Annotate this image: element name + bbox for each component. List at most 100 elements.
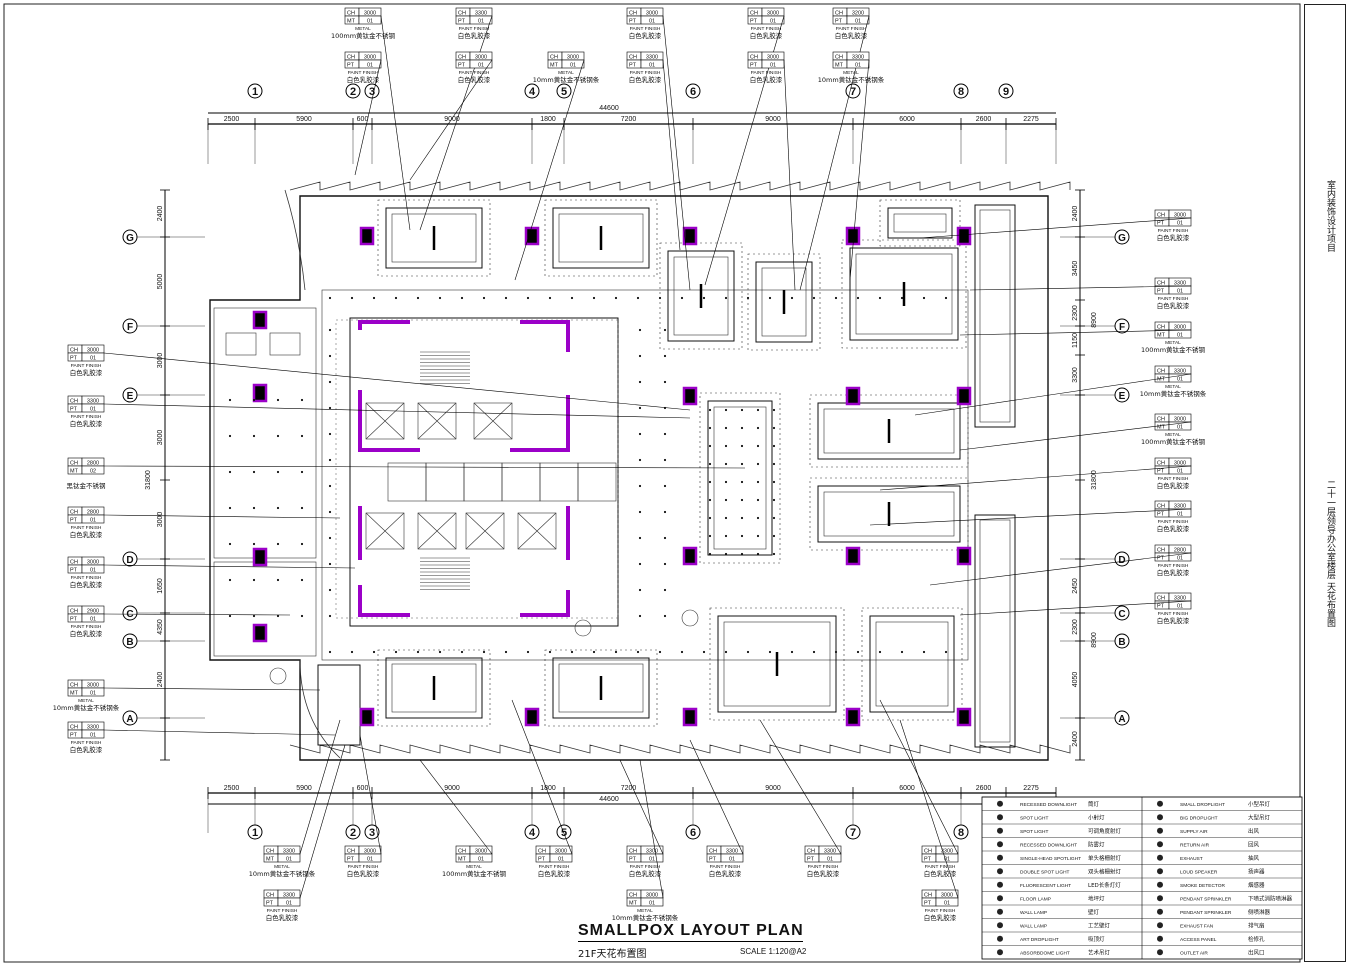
elevator-car bbox=[365, 402, 405, 440]
dim-value: 600 bbox=[357, 785, 369, 792]
legend-item-left-en: FLOOR LAMP bbox=[1020, 896, 1051, 902]
grid-bubble-column bbox=[685, 83, 701, 99]
downlight bbox=[900, 296, 904, 300]
tag-leader bbox=[689, 739, 744, 855]
tag-material-en: PAINT FINISH bbox=[459, 70, 490, 76]
downlight bbox=[328, 510, 332, 514]
tag-material-number: 01 bbox=[855, 19, 861, 25]
tag-ch-label: CH bbox=[266, 849, 274, 855]
core-wall bbox=[520, 590, 570, 617]
tag-ceiling-height: 3300 bbox=[726, 849, 738, 855]
reception-room bbox=[213, 307, 317, 559]
tag-material-en: METAL bbox=[1165, 340, 1181, 346]
downlight bbox=[252, 434, 256, 438]
tag-material-code: MT bbox=[1157, 333, 1166, 339]
downlight bbox=[328, 536, 332, 540]
downlight bbox=[724, 650, 728, 654]
dim-value: 2300 bbox=[1072, 305, 1079, 321]
downlight bbox=[922, 650, 926, 654]
tag-material-en: METAL bbox=[1165, 432, 1181, 438]
tag-ch-label: CH bbox=[924, 849, 932, 855]
grid-bubble-column bbox=[556, 824, 572, 840]
tag-material-number: 01 bbox=[286, 901, 292, 907]
ceiling-tray-inner bbox=[823, 408, 955, 454]
downlight bbox=[772, 534, 776, 538]
tag-leader bbox=[929, 552, 1192, 586]
legend-item-right-en: LOUD SPEAKER bbox=[1180, 869, 1218, 875]
curtain-pelmet-inner bbox=[979, 519, 1011, 743]
legend-item-left-cn: 吸顶灯 bbox=[1088, 935, 1105, 943]
legend-item-right-cn: 小型吊灯 bbox=[1248, 800, 1271, 808]
ceiling-tray-inner bbox=[723, 621, 831, 707]
tag-ceiling-height: 3000 bbox=[475, 55, 487, 61]
tag-ceiling-height: 3000 bbox=[1174, 461, 1186, 467]
tag-ceiling-height: 3300 bbox=[646, 55, 658, 61]
downlight bbox=[944, 650, 948, 654]
grid-label-column: 3 bbox=[369, 827, 375, 839]
tag-material-en: PAINT FINISH bbox=[1158, 563, 1189, 569]
tag-material-en: METAL bbox=[1165, 384, 1181, 390]
tag-material-en: PAINT FINISH bbox=[71, 363, 102, 369]
tag-material-cn: 白色乳胶漆 bbox=[70, 745, 103, 754]
structural-column bbox=[956, 707, 972, 727]
downlight bbox=[276, 578, 280, 582]
tag-material-en: METAL bbox=[355, 26, 371, 32]
legend-symbol bbox=[1157, 949, 1163, 956]
downlight bbox=[300, 398, 304, 402]
tag-material-cn: 10mm黄钛金不锈钢条 bbox=[533, 75, 600, 84]
legend-item-left-en: WALL LAMP bbox=[1020, 910, 1047, 916]
downlight bbox=[900, 650, 904, 654]
structural-column bbox=[845, 546, 861, 566]
legend-symbol bbox=[1157, 922, 1163, 929]
dim-value: 2600 bbox=[976, 116, 992, 123]
tag-value-box bbox=[640, 853, 664, 863]
dim-value: 2450 bbox=[1072, 578, 1079, 594]
tag-ceiling-height: 3000 bbox=[941, 893, 953, 899]
tag-value-box bbox=[81, 613, 105, 623]
elevator-car bbox=[417, 402, 457, 440]
core-wall bbox=[510, 395, 570, 452]
tag-ch-label: CH bbox=[835, 55, 843, 61]
tag-material-cn: 白色乳胶漆 bbox=[538, 869, 571, 878]
tag-ceiling-height: 3000 bbox=[567, 55, 579, 61]
ceiling-tray-inner bbox=[855, 253, 953, 335]
grid-bubble-column bbox=[953, 83, 969, 99]
tag-leader bbox=[849, 59, 870, 281]
downlight bbox=[228, 434, 232, 438]
downlight bbox=[756, 534, 760, 538]
ceiling-tray bbox=[849, 247, 959, 341]
tag-material-cn: 10mm黄钛金不锈钢条 bbox=[53, 703, 120, 712]
tag-material-number: 01 bbox=[855, 63, 861, 69]
structural-column bbox=[956, 546, 972, 566]
tag-material-number: 01 bbox=[367, 857, 373, 863]
downlight bbox=[328, 328, 332, 332]
tag-ceiling-height: 3300 bbox=[87, 399, 99, 405]
structural-column bbox=[956, 386, 972, 406]
tag-material-number: 01 bbox=[286, 857, 292, 863]
downlight bbox=[328, 406, 332, 410]
dim-value: 2400 bbox=[1072, 206, 1079, 222]
downlight bbox=[756, 444, 760, 448]
plan-scale: SCALE 1:120@A2 bbox=[740, 947, 807, 956]
tag-material-cn: 白色乳胶漆 bbox=[1157, 616, 1190, 625]
ceiling-tray-inner bbox=[673, 256, 729, 336]
downlight bbox=[252, 470, 256, 474]
downlight bbox=[772, 426, 776, 430]
lobby-ceiling-panel bbox=[501, 462, 541, 502]
tag-ceiling-height: 3000 bbox=[87, 683, 99, 689]
downlight bbox=[276, 470, 280, 474]
tag-material-code: PT bbox=[70, 407, 78, 413]
downlight bbox=[663, 458, 667, 462]
tag-material-code: PT bbox=[538, 857, 546, 863]
downlight bbox=[708, 498, 712, 502]
tag-material-en: PAINT FINISH bbox=[348, 70, 379, 76]
downlight bbox=[663, 588, 667, 592]
tag-material-code: MT bbox=[835, 63, 844, 69]
